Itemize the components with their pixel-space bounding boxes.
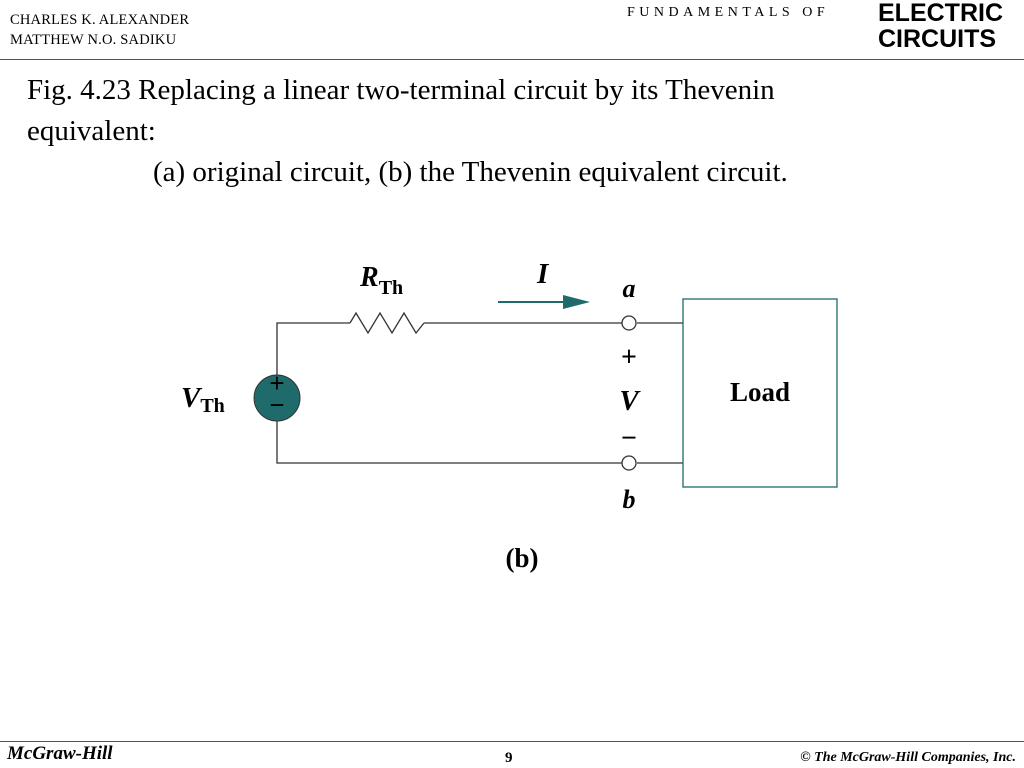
- terminal-b-label: b: [623, 485, 636, 514]
- terminal-b-node: [621, 455, 637, 471]
- voltage-plus-sign: +: [621, 342, 637, 373]
- voltage-source: + −: [253, 368, 301, 422]
- author-line-2: MATTHEW N.O. SADIKU: [10, 32, 177, 48]
- source-label: VTh: [181, 382, 225, 417]
- current-label: I: [536, 258, 550, 290]
- resistor-subscript: Th: [379, 277, 403, 299]
- publisher-name: McGraw-Hill: [7, 743, 113, 764]
- header-divider: [0, 59, 1024, 60]
- voltage-label: V: [619, 385, 641, 417]
- source-minus-sign: −: [269, 390, 284, 420]
- top-left-wire: [276, 322, 350, 376]
- current-arrow: [498, 295, 590, 309]
- caption-line-3: (a) original circuit, (b) the Thevenin e…: [153, 156, 788, 188]
- caption-line-2: equivalent:: [27, 115, 156, 147]
- book-logo-line-1: ELECTRIC: [878, 0, 1003, 27]
- load-label: Load: [730, 377, 790, 407]
- resistor-label: RTh: [359, 262, 403, 299]
- page-number: 9: [505, 750, 513, 766]
- copyright-notice: © The McGraw-Hill Companies, Inc.: [800, 750, 1016, 765]
- footer-divider: [0, 741, 1024, 742]
- figure-part-label: (b): [506, 543, 539, 573]
- circuit-wires: [276, 322, 683, 464]
- caption-line-1: Fig. 4.23 Replacing a linear two-termina…: [27, 74, 775, 106]
- source-subscript: Th: [200, 395, 224, 417]
- terminal-a-node: [621, 315, 637, 331]
- bottom-wire: [276, 420, 622, 464]
- figure-caption: Fig. 4.23 Replacing a linear two-termina…: [27, 70, 788, 193]
- author-line-1: CHARLES K. ALEXANDER: [10, 12, 190, 28]
- resistor-rth: [349, 311, 425, 335]
- source-plus-sign: +: [269, 368, 284, 398]
- book-series-label: FUNDAMENTALS OF: [627, 5, 830, 20]
- load-box: [682, 298, 838, 488]
- author-names: CHARLES K. ALEXANDER MATTHEW N.O. SADIKU: [10, 10, 189, 50]
- voltage-minus-sign: −: [621, 423, 637, 454]
- book-logo-line-2: CIRCUITS: [878, 25, 997, 53]
- terminal-a-label: a: [623, 274, 636, 303]
- book-logo: ELECTRIC CIRCUITS: [878, 0, 1003, 52]
